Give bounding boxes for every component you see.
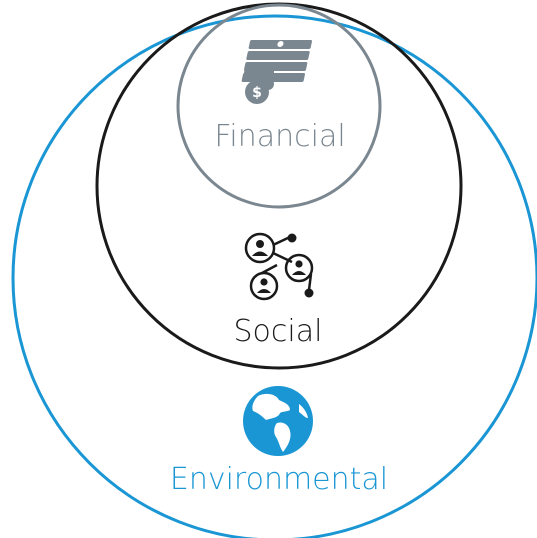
financial-label: Financial (214, 119, 345, 154)
svg-text:$: $ (252, 85, 262, 101)
environmental-circle (11, 14, 537, 538)
financial-circle (176, 3, 382, 209)
globe-icon (243, 386, 313, 456)
money-stack-icon: $ (241, 40, 313, 104)
social-label: Social (234, 314, 323, 349)
people-network-icon (244, 232, 314, 301)
environmental-label: Environmental (170, 462, 388, 497)
